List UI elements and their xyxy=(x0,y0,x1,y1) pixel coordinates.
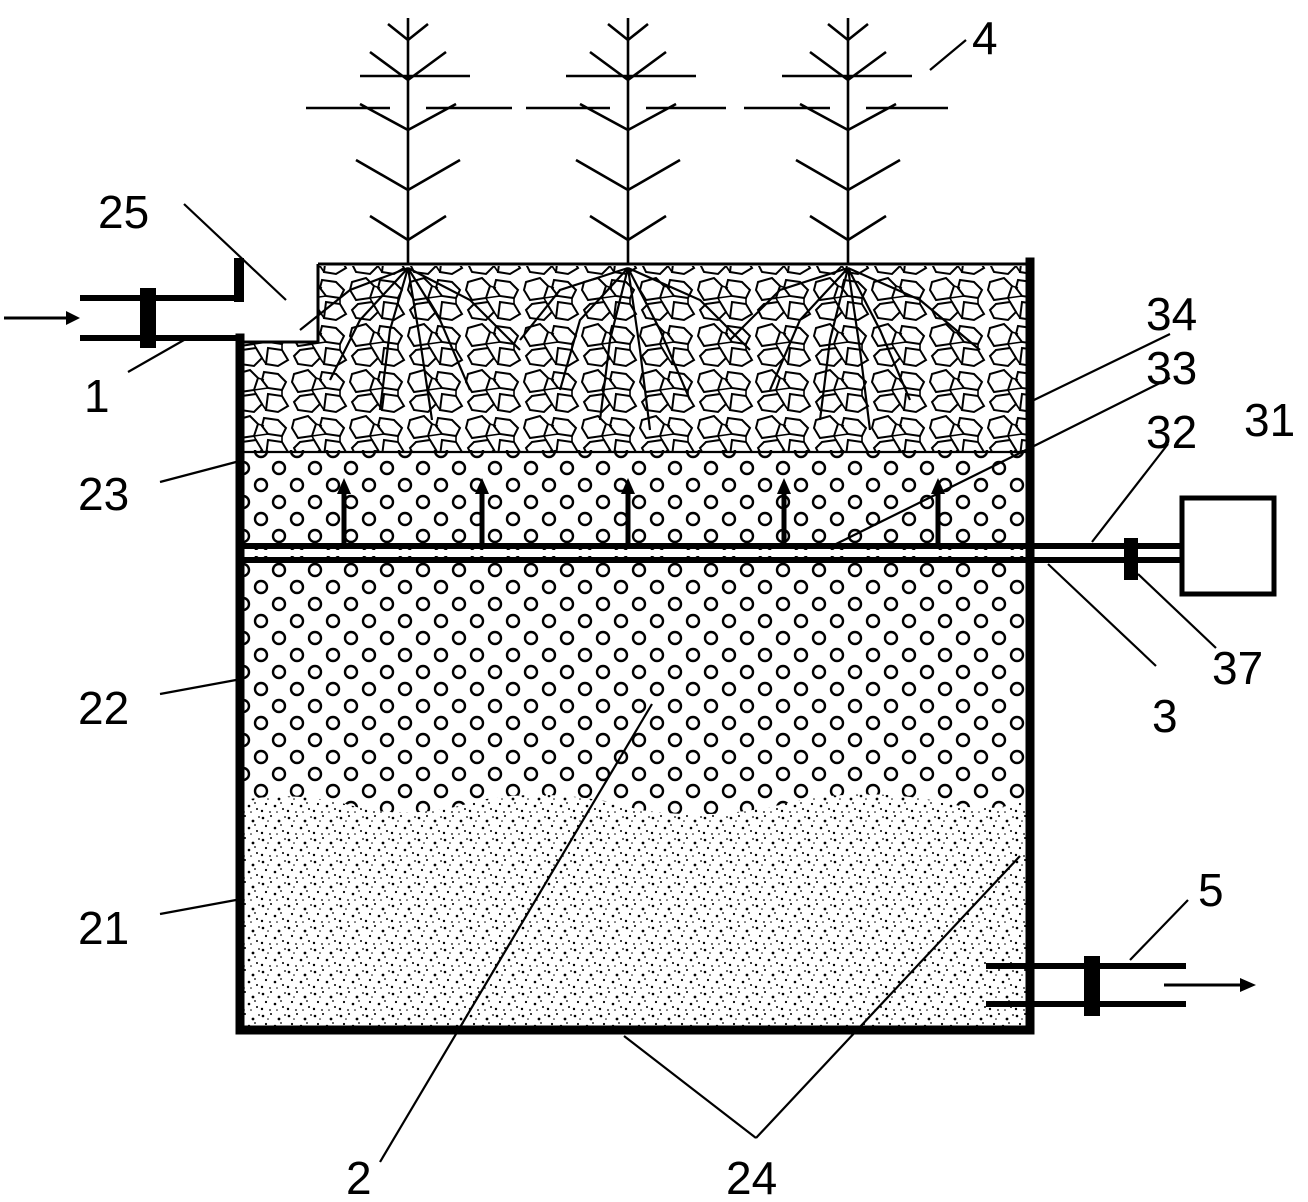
upper-gravel-layer xyxy=(244,450,1026,550)
sand-layer xyxy=(244,794,1026,1026)
plant-3 xyxy=(744,18,948,264)
tank-media xyxy=(244,266,1026,1026)
label-33: 33 xyxy=(1146,342,1197,394)
label-5: 5 xyxy=(1198,864,1224,916)
plant-roots xyxy=(299,266,981,431)
leader-lines xyxy=(127,39,1217,1163)
blower-31 xyxy=(1179,495,1277,597)
rock-layer xyxy=(244,266,1026,452)
valve-37 xyxy=(1124,538,1138,580)
outlet-pipe xyxy=(986,956,1256,1016)
label-21: 21 xyxy=(78,902,129,954)
labels: 4 25 1 34 33 32 31 23 37 3 22 5 21 2 24 xyxy=(78,12,1295,1202)
label-2: 2 xyxy=(346,1152,372,1202)
label-25: 25 xyxy=(98,186,149,238)
aeration-system xyxy=(244,478,1277,597)
soil-surface xyxy=(244,262,1026,344)
inlet-pipe xyxy=(4,258,244,348)
gravel-layer xyxy=(244,556,1026,815)
label-31: 31 xyxy=(1244,394,1295,446)
label-34: 34 xyxy=(1146,288,1197,340)
branch-pipes xyxy=(337,478,945,546)
plants xyxy=(306,18,948,264)
label-22: 22 xyxy=(78,682,129,734)
label-4: 4 xyxy=(972,12,998,64)
label-23: 23 xyxy=(78,468,129,520)
tank-walls xyxy=(235,257,1035,1035)
label-37: 37 xyxy=(1212,642,1263,694)
label-3: 3 xyxy=(1152,690,1178,742)
label-32: 32 xyxy=(1146,406,1197,458)
label-1: 1 xyxy=(84,370,110,422)
label-24: 24 xyxy=(726,1152,777,1202)
plant-1 xyxy=(306,18,512,264)
plant-2 xyxy=(526,18,726,264)
